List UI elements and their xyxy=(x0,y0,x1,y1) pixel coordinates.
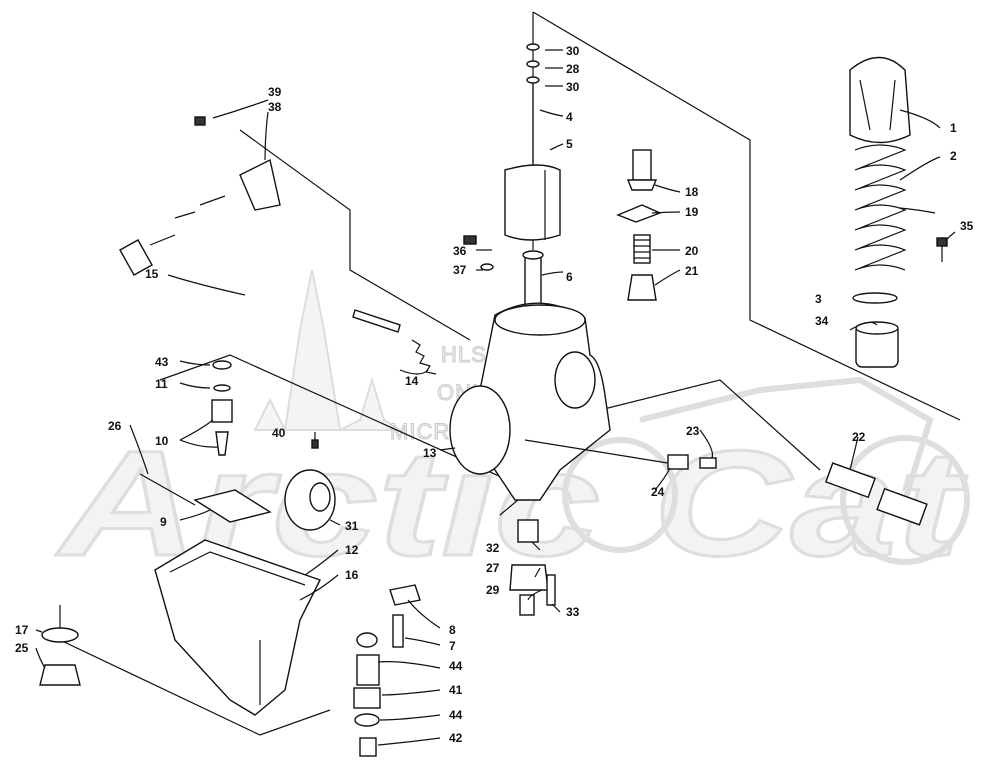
needle-jet-part xyxy=(522,250,544,311)
callout-3: 3 xyxy=(815,292,822,306)
screw-35-part xyxy=(936,237,948,262)
slide-spring-part xyxy=(854,144,907,271)
callout-5: 5 xyxy=(566,137,573,151)
air-screw-15-part xyxy=(352,309,401,333)
callout-19: 19 xyxy=(685,205,699,219)
callout-17: 17 xyxy=(15,623,29,637)
callout-44b: 44 xyxy=(449,708,463,722)
callout-30a: 30 xyxy=(566,44,580,58)
callout-43: 43 xyxy=(155,355,169,369)
callout-26: 26 xyxy=(108,419,122,433)
drain-plug-part xyxy=(39,627,81,686)
top-cap-part xyxy=(849,56,911,144)
callout-32: 32 xyxy=(486,541,500,555)
cable-outline xyxy=(239,129,471,341)
callout-25: 25 xyxy=(15,641,29,655)
callout-30b: 30 xyxy=(566,80,580,94)
carburetor-body-part xyxy=(449,302,681,501)
callout-28: 28 xyxy=(566,62,580,76)
callout-13: 13 xyxy=(423,446,437,460)
callout-15: 15 xyxy=(145,267,159,281)
callout-10: 10 xyxy=(155,434,169,448)
callout-14: 14 xyxy=(405,374,419,388)
callout-23: 23 xyxy=(686,424,700,438)
callout-labels: 1 2 3 4 5 6 7 8 9 10 11 12 13 14 15 16 1… xyxy=(15,44,974,745)
callout-21: 21 xyxy=(685,264,699,278)
callout-41: 41 xyxy=(449,683,463,697)
lower-bolt-part xyxy=(353,584,421,757)
callout-7: 7 xyxy=(449,639,456,653)
callout-1: 1 xyxy=(950,121,957,135)
callout-27: 27 xyxy=(486,561,500,575)
watermark-motorcycle xyxy=(562,376,970,565)
float-arm-part xyxy=(139,473,272,523)
callout-40: 40 xyxy=(272,426,286,440)
callout-29: 29 xyxy=(486,583,500,597)
float-bowl-left-outline xyxy=(59,605,331,736)
callout-35: 35 xyxy=(960,219,974,233)
callout-36: 36 xyxy=(453,244,467,258)
callout-38: 38 xyxy=(268,100,282,114)
cable-adjuster-part xyxy=(119,116,281,276)
callout-2: 2 xyxy=(950,149,957,163)
holder-part xyxy=(855,321,899,368)
callout-39: 39 xyxy=(268,85,282,99)
callout-16: 16 xyxy=(345,568,359,582)
callout-34: 34 xyxy=(815,314,829,328)
callout-44a: 44 xyxy=(449,659,463,673)
spring-20-part xyxy=(633,234,651,264)
float-part xyxy=(284,439,336,531)
callout-11: 11 xyxy=(155,377,168,391)
callout-9: 9 xyxy=(160,515,167,529)
callout-8: 8 xyxy=(449,623,456,637)
idle-outline xyxy=(599,379,821,471)
callout-33: 33 xyxy=(566,605,580,619)
top-cap-outline xyxy=(532,11,961,421)
callout-12: 12 xyxy=(345,543,359,557)
watermark-castle xyxy=(253,269,404,434)
spring-seat-part xyxy=(852,292,898,304)
float-bowl-outline xyxy=(159,354,532,516)
callout-42: 42 xyxy=(449,731,463,745)
vent-tube-part xyxy=(825,462,928,526)
leader-lines xyxy=(35,49,956,746)
spring-14-part xyxy=(411,339,437,375)
callout-18: 18 xyxy=(685,185,699,199)
callout-22: 22 xyxy=(852,430,866,444)
callout-24: 24 xyxy=(651,485,665,499)
jet-21-part xyxy=(627,274,657,301)
idle-screw-part xyxy=(667,454,717,470)
callout-6: 6 xyxy=(566,270,573,284)
needle-part xyxy=(526,43,540,170)
screw-36-37-part xyxy=(463,235,494,271)
pilot-jet-18-part xyxy=(626,149,658,191)
callout-31: 31 xyxy=(345,519,359,533)
throttle-slide-part xyxy=(504,164,561,241)
callout-4: 4 xyxy=(566,110,573,124)
float-bowl-part xyxy=(154,539,321,716)
callout-20: 20 xyxy=(685,244,699,258)
callout-37: 37 xyxy=(453,263,467,277)
